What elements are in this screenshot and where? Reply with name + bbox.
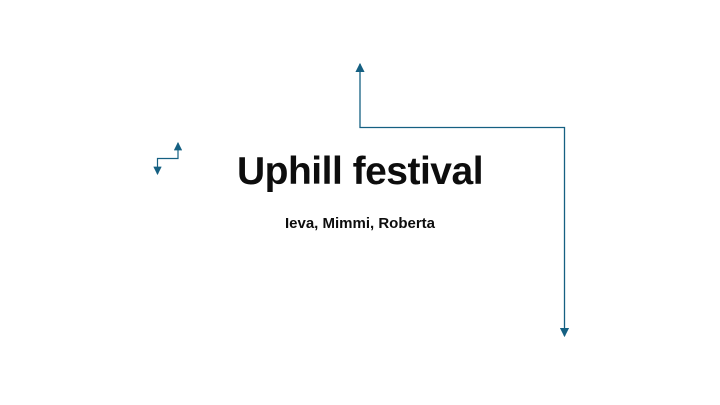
large-elbow-arrow-icon	[355, 62, 570, 338]
slide-subtitle: Ieva, Mimmi, Roberta	[284, 215, 436, 232]
slide-title: Uphill festival	[236, 150, 484, 193]
